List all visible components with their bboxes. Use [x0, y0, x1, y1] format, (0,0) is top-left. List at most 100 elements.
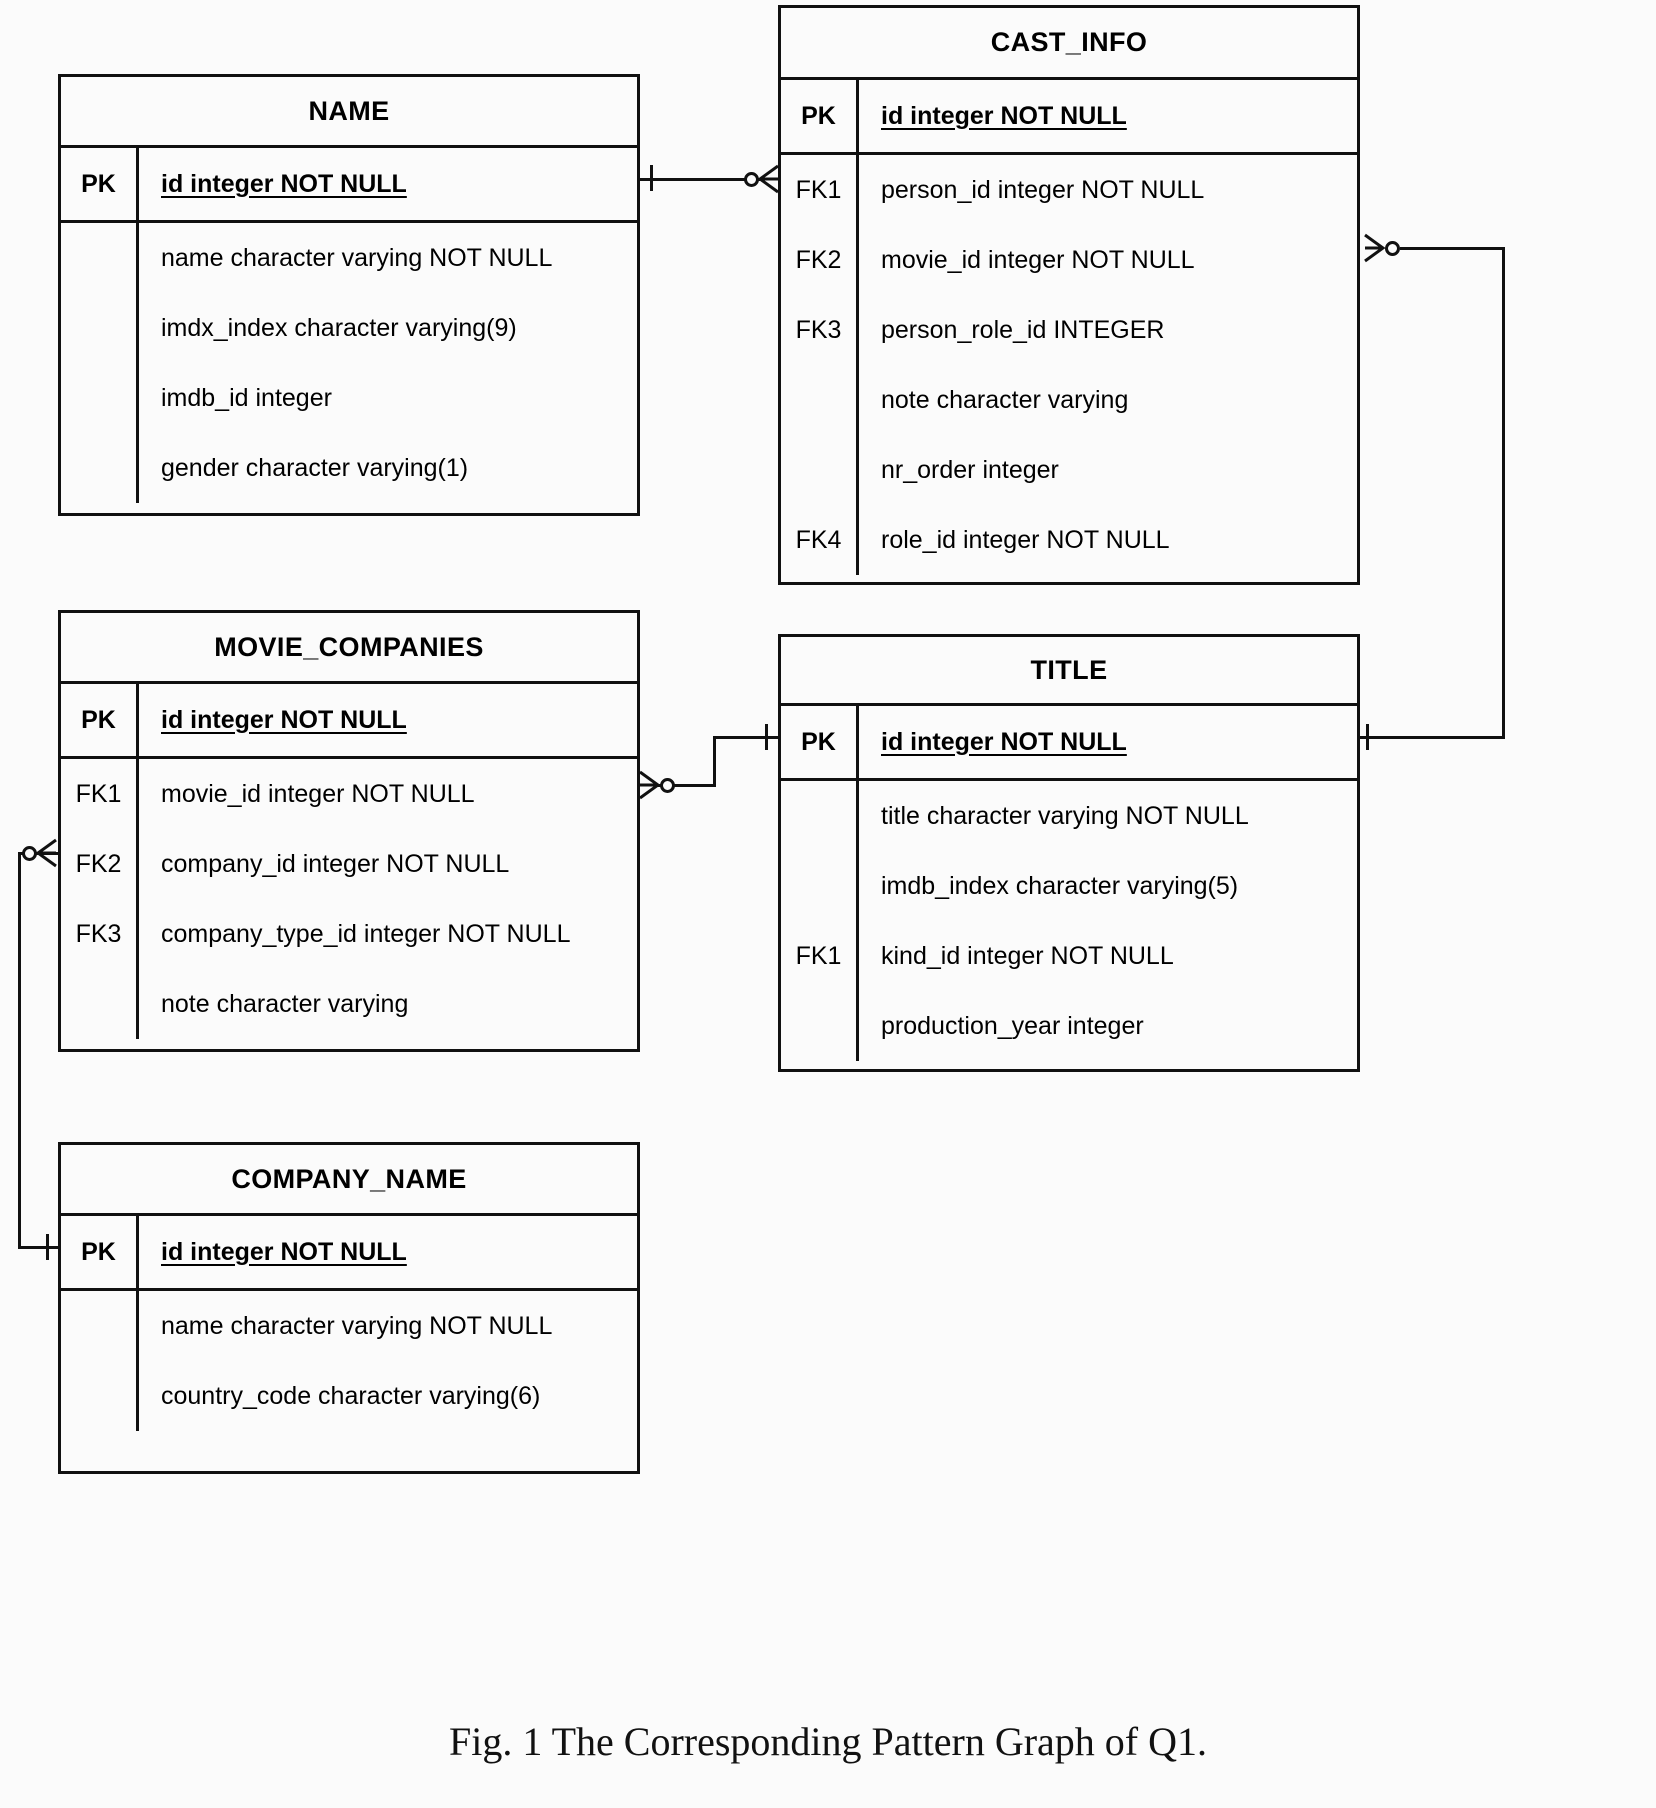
pk-key-label: PK — [61, 148, 139, 220]
table-row: nr_order integer — [781, 435, 1357, 505]
row-field: imdb_id integer — [161, 383, 332, 412]
row-key: FK3 — [781, 295, 859, 365]
row-field: company_type_id integer NOT NULL — [161, 919, 571, 948]
row-key — [61, 293, 139, 363]
pk-key-label: PK — [781, 80, 859, 152]
table-row: FK2 company_id integer NOT NULL — [61, 829, 637, 899]
row-key — [781, 781, 859, 851]
pk-key-label: PK — [781, 706, 859, 778]
entity-title-table[interactable]: TITLE PK id integer NOT NULL title chara… — [778, 634, 1360, 1072]
row-field: production_year integer — [881, 1011, 1144, 1040]
table-row: name character varying NOT NULL — [61, 1291, 637, 1361]
row-key — [781, 435, 859, 505]
entity-cast-info[interactable]: CAST_INFO PK id integer NOT NULL FK1 per… — [778, 5, 1360, 585]
row-key: FK1 — [781, 921, 859, 991]
cardinality-zero-circle-cast-info — [744, 172, 759, 187]
row-field: note character varying — [161, 989, 409, 1018]
row-field: name character varying NOT NULL — [161, 243, 553, 272]
row-field: gender character varying(1) — [161, 453, 469, 482]
row-field: imdb_index character varying(5) — [881, 871, 1239, 900]
crowsfoot-many-cast-info — [758, 164, 780, 194]
row-field: imdx_index character varying(9) — [161, 313, 517, 342]
attribute-list-movie-companies: FK1 movie_id integer NOT NULL FK2 compan… — [61, 759, 637, 1039]
row-key — [61, 223, 139, 293]
pk-row-company-name: PK id integer NOT NULL — [61, 1213, 637, 1291]
row-key: FK1 — [781, 155, 859, 225]
row-key — [61, 433, 139, 503]
entity-company-name[interactable]: COMPANY_NAME PK id integer NOT NULL name… — [58, 1142, 640, 1474]
entity-title-title: TITLE — [1030, 654, 1108, 685]
pk-key-label: PK — [61, 1216, 139, 1288]
row-field: movie_id integer NOT NULL — [161, 779, 475, 808]
entity-name[interactable]: NAME PK id integer NOT NULL name charact… — [58, 74, 640, 516]
row-key — [61, 1361, 139, 1431]
pk-field-label: id integer NOT NULL — [161, 169, 407, 198]
row-key: FK3 — [61, 899, 139, 969]
row-field: note character varying — [881, 385, 1129, 414]
pk-row-name: PK id integer NOT NULL — [61, 145, 637, 223]
pk-field-label: id integer NOT NULL — [161, 705, 407, 734]
relationship-line-company-name-bottom — [18, 1246, 60, 1249]
entity-title-cast-info: CAST_INFO — [990, 27, 1148, 57]
attribute-list-title: title character varying NOT NULL imdb_in… — [781, 781, 1357, 1061]
entity-title-company-name: COMPANY_NAME — [231, 1163, 467, 1194]
relationship-line-title-cast-info-top — [1400, 247, 1505, 250]
cardinality-one-tick-title-right — [1366, 724, 1369, 750]
row-key — [781, 851, 859, 921]
row-field: nr_order integer — [881, 455, 1059, 484]
relationship-line-name-cast-info — [640, 178, 760, 181]
cardinality-zero-circle-title-cast-info — [1385, 241, 1400, 256]
pk-field-label: id integer NOT NULL — [881, 727, 1127, 756]
crowsfoot-many-title-cast-info — [1363, 233, 1385, 263]
table-row: country_code character varying(6) — [61, 1361, 637, 1431]
row-key: FK1 — [61, 759, 139, 829]
cardinality-zero-circle-movie-companies — [660, 778, 675, 793]
table-row: imdb_id integer — [61, 363, 637, 433]
table-row: FK1 movie_id integer NOT NULL — [61, 759, 637, 829]
crowsfoot-many-movie-companies — [638, 770, 660, 800]
row-field: person_role_id INTEGER — [881, 315, 1165, 344]
row-field: country_code character varying(6) — [161, 1381, 541, 1410]
row-key — [61, 969, 139, 1039]
entity-movie-companies[interactable]: MOVIE_COMPANIES PK id integer NOT NULL F… — [58, 610, 640, 1052]
table-row: FK2 movie_id integer NOT NULL — [781, 225, 1357, 295]
figure-caption: Fig. 1 The Corresponding Pattern Graph o… — [448, 1719, 1208, 1764]
row-field: person_id integer NOT NULL — [881, 175, 1205, 204]
entity-title-movie-companies: MOVIE_COMPANIES — [214, 631, 484, 662]
table-row: note character varying — [781, 365, 1357, 435]
attribute-list-cast-info: FK1 person_id integer NOT NULL FK2 movie… — [781, 155, 1357, 575]
pk-field-label: id integer NOT NULL — [881, 101, 1127, 130]
entity-title-name: NAME — [308, 95, 390, 126]
relationship-line-movie-companies-title-vert — [713, 736, 716, 787]
table-row: production_year integer — [781, 991, 1357, 1061]
cardinality-one-tick-title-left — [765, 724, 768, 750]
row-field: title character varying NOT NULL — [881, 801, 1249, 830]
relationship-line-movie-companies-title-upper — [713, 736, 778, 739]
table-row: title character varying NOT NULL — [781, 781, 1357, 851]
attribute-list-company-name: name character varying NOT NULL country_… — [61, 1291, 637, 1431]
relationship-line-title-cast-info-bottom — [1360, 736, 1505, 739]
table-row: FK1 kind_id integer NOT NULL — [781, 921, 1357, 991]
relationship-line-title-cast-info-right — [1502, 247, 1505, 739]
row-key: FK2 — [61, 829, 139, 899]
table-row: FK3 company_type_id integer NOT NULL — [61, 899, 637, 969]
pk-key-label: PK — [61, 684, 139, 756]
row-field: name character varying NOT NULL — [161, 1311, 553, 1340]
row-key — [61, 363, 139, 433]
row-key — [781, 365, 859, 435]
table-row: note character varying — [61, 969, 637, 1039]
cardinality-one-tick-company-name — [46, 1234, 49, 1260]
cardinality-zero-circle-company-name — [22, 846, 37, 861]
table-row: gender character varying(1) — [61, 433, 637, 503]
crowsfoot-many-company-name — [36, 838, 58, 868]
pk-field-label: id integer NOT NULL — [161, 1237, 407, 1266]
row-field: movie_id integer NOT NULL — [881, 245, 1195, 274]
pk-row-cast-info: PK id integer NOT NULL — [781, 77, 1357, 155]
row-key: FK2 — [781, 225, 859, 295]
table-row: FK1 person_id integer NOT NULL — [781, 155, 1357, 225]
table-row: FK3 person_role_id INTEGER — [781, 295, 1357, 365]
table-row: imdx_index character varying(9) — [61, 293, 637, 363]
row-field: kind_id integer NOT NULL — [881, 941, 1174, 970]
relationship-line-movie-companies-title-lower — [656, 784, 716, 787]
